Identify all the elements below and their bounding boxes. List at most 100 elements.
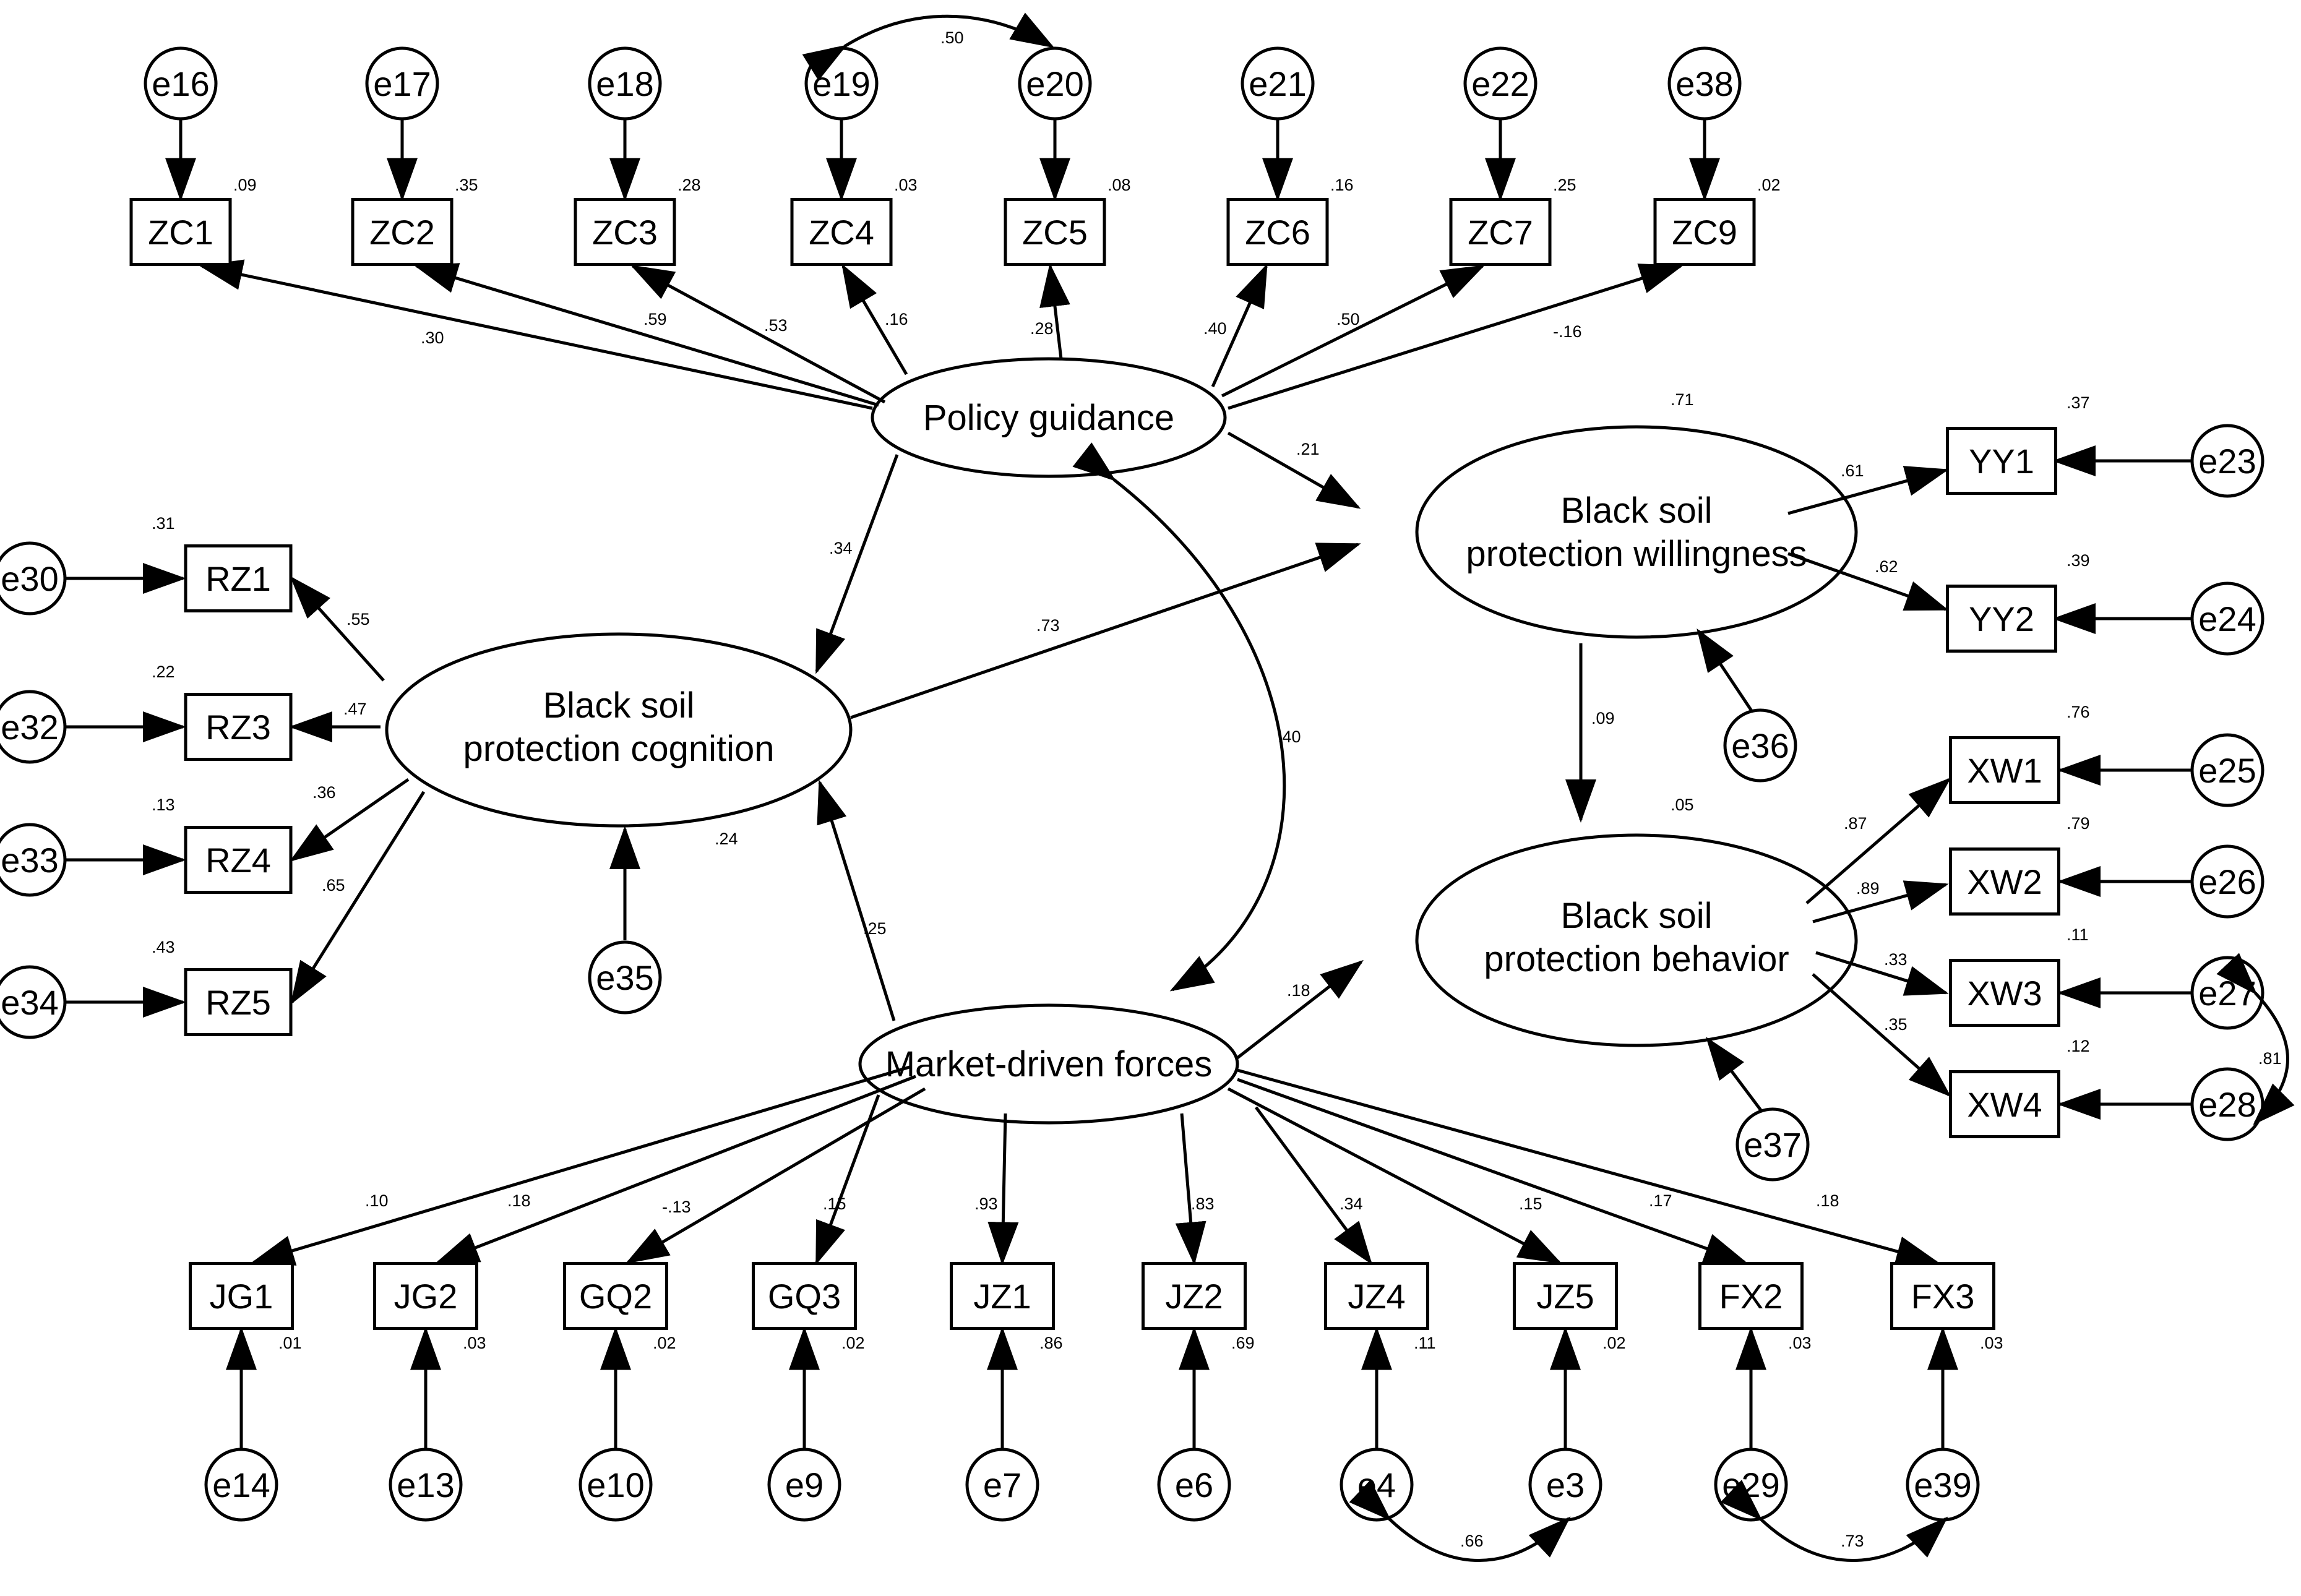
error-e29-label: e29: [1722, 1465, 1779, 1504]
indicator-zc2-label: ZC2: [369, 213, 435, 252]
error-e9-label: e9: [785, 1465, 824, 1504]
indicator-rz5: RZ5: [184, 968, 293, 1036]
indicator-yy1-label: YY1: [1969, 442, 2034, 481]
loading-arrow-xw3: [1815, 951, 1949, 996]
error-e17: e17: [365, 46, 439, 121]
latent-black-soil-willingness: Black soil protection willingness .71: [1415, 390, 1858, 639]
indicator-zc1-label: ZC1: [148, 213, 213, 252]
indicator-zc5-label: ZC5: [1022, 213, 1088, 252]
r2-rz1: .31: [152, 514, 175, 533]
path-policy-to-willingness: [1227, 431, 1361, 509]
error-e30: e30: [0, 541, 67, 616]
indicator-yy1: YY1: [1946, 427, 2057, 495]
loading-arrow-yy1: [1787, 466, 1949, 515]
indicator-zc4-label: ZC4: [809, 213, 874, 252]
loading-jg2: .18: [507, 1191, 531, 1210]
r2-zc1: .09: [233, 176, 257, 194]
label-policy-to-willingness: .21: [1296, 440, 1320, 458]
error-e28: e28: [2190, 1067, 2264, 1141]
indicator-rz1-label: RZ1: [205, 559, 271, 598]
error-e7-label: e7: [983, 1465, 1021, 1504]
indicator-gq2: GQ2: [563, 1262, 668, 1330]
indicator-zc9-label: ZC9: [1672, 213, 1737, 252]
indicator-xw2: XW2: [1949, 847, 2060, 916]
loading-gq2: -.13: [662, 1198, 691, 1216]
r2-zc2: .35: [455, 176, 478, 194]
r2-rz5: .43: [152, 938, 175, 956]
indicator-fx3: FX3: [1890, 1262, 1995, 1330]
error-e29: e29: [1714, 1448, 1788, 1522]
loading-arrow-zc1: [199, 259, 873, 410]
cognition-label-line2: protection cognition: [463, 729, 775, 769]
loading-arrow-zc5: [1039, 263, 1070, 359]
loading-jz4: .34: [1340, 1195, 1363, 1213]
error-e4-label: e4: [1357, 1465, 1396, 1504]
error-e9: e9: [767, 1448, 841, 1522]
structural-paths: [815, 431, 1596, 1059]
error-e27-label: e27: [2198, 974, 2256, 1013]
label-market-to-behavior: .18: [1287, 981, 1310, 1000]
r2-gq2: .02: [653, 1334, 676, 1352]
willingness-r2: .71: [1671, 390, 1694, 409]
error-e34-label: e34: [1, 983, 58, 1022]
error-e23: e23: [2190, 424, 2264, 498]
disturbance-e36: e36: [1697, 628, 1797, 783]
indicator-rz1: RZ1: [184, 544, 293, 612]
loading-fx2: .17: [1649, 1191, 1672, 1210]
svg-text:e35: e35: [596, 958, 653, 997]
error-e19: e19: [804, 46, 879, 121]
market-driven-label: Market-driven forces: [885, 1044, 1213, 1084]
indicator-zc3: ZC3: [574, 198, 676, 266]
error-e32-label: e32: [1, 708, 58, 747]
cognition-r2: .24: [715, 830, 738, 848]
r2-zc7: .25: [1553, 176, 1576, 194]
loading-arrow-fx3: [1237, 1068, 1940, 1267]
path-cognition-to-willingness: [850, 543, 1361, 719]
loading-zc1: .30: [421, 328, 444, 347]
loading-arrow-jz5: [1227, 1087, 1562, 1264]
error-e18: e18: [588, 46, 662, 121]
loading-fx3: .18: [1816, 1191, 1839, 1210]
loading-xw2: .89: [1856, 879, 1880, 898]
latent-black-soil-behavior: Black soil protection behavior .05: [1415, 796, 1858, 1047]
indicator-xw1: XW1: [1949, 736, 2060, 804]
label-covariance-e19-e20: .50: [940, 28, 964, 47]
error-e16-label: e16: [152, 64, 209, 103]
error-e22-label: e22: [1471, 64, 1529, 103]
error-e34: e34: [0, 965, 67, 1039]
error-e20-label: e20: [1026, 64, 1083, 103]
indicator-zc2: ZC2: [351, 198, 454, 266]
loading-arrow-jz2: [1175, 1113, 1206, 1266]
indicator-jg1-label: JG1: [210, 1277, 273, 1316]
error-e26: e26: [2190, 844, 2264, 919]
policy-indicators: e16ZC1.09.30e17ZC2.35.59e18ZC3.28.53e19Z…: [129, 46, 1781, 410]
indicator-gq2-label: GQ2: [579, 1277, 652, 1316]
indicator-xw3-label: XW3: [1967, 974, 2042, 1013]
error-e6-label: e6: [1175, 1465, 1213, 1504]
cognition-label-line1: Black soil: [543, 685, 695, 726]
loading-zc9: -.16: [1553, 322, 1582, 341]
loading-xw1: .87: [1844, 814, 1867, 833]
loading-arrow-jg1: [251, 1065, 910, 1266]
error-e27: e27: [2190, 956, 2264, 1030]
loading-arrow-jz1: [987, 1113, 1019, 1266]
error-e13-label: e13: [397, 1465, 454, 1504]
indicator-fx3-label: FX3: [1911, 1277, 1975, 1316]
indicator-zc7-label: ZC7: [1468, 213, 1533, 252]
loading-arrow-jg2: [435, 1075, 916, 1264]
indicator-jz1-label: JZ1: [973, 1277, 1031, 1316]
loading-arrow-xw4: [1812, 973, 1951, 1097]
error-e32: e32: [0, 690, 67, 764]
indicator-jz2: JZ2: [1142, 1262, 1247, 1330]
r2-zc5: .08: [1107, 176, 1131, 194]
error-e3: e3: [1528, 1448, 1602, 1522]
loading-arrow-yy2: [1787, 552, 1949, 611]
label-policy-market-covariance: .40: [1278, 727, 1301, 746]
policy-guidance-label: Policy guidance: [923, 398, 1174, 438]
indicator-rz3-label: RZ3: [205, 708, 271, 747]
indicator-rz3: RZ3: [184, 693, 293, 761]
indicator-yy2-label: YY2: [1969, 599, 2034, 638]
loading-arrow-zc3: [630, 265, 886, 404]
